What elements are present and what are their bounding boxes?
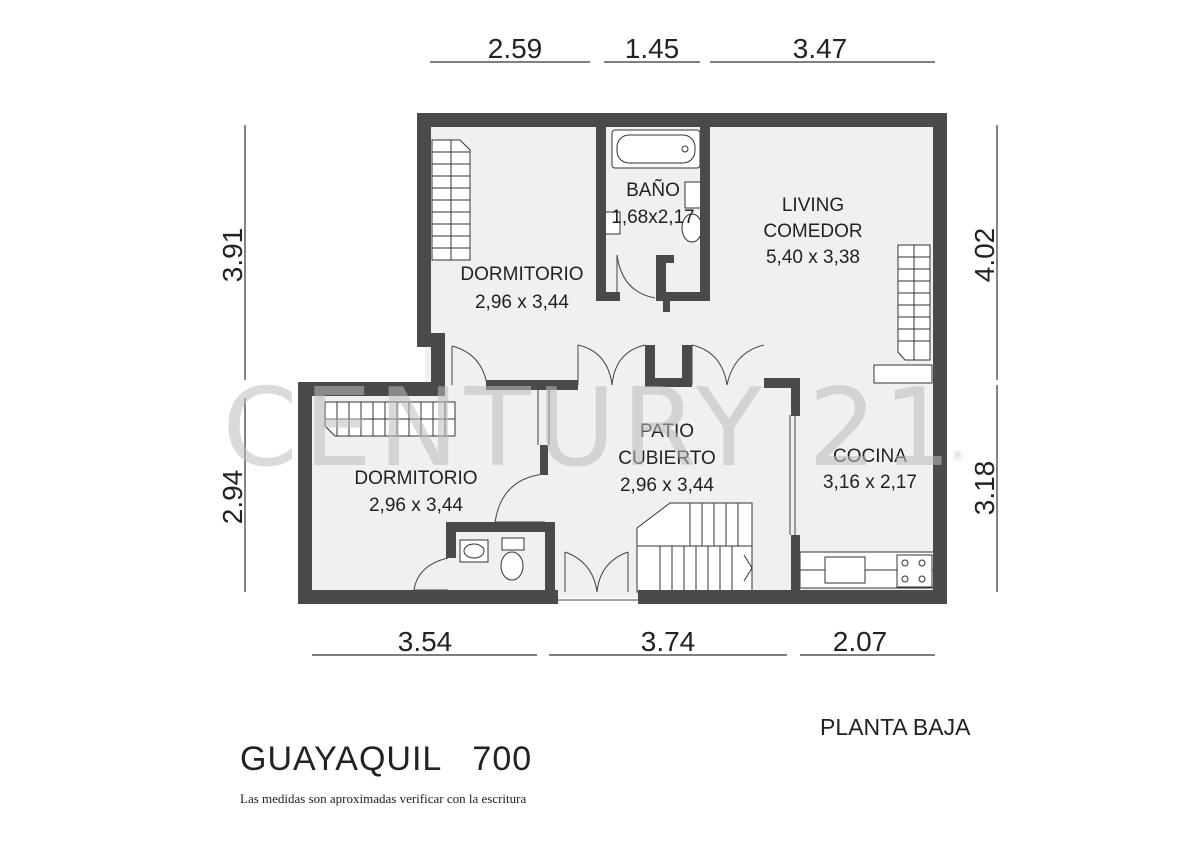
dim-top-3: 3.47 bbox=[793, 33, 848, 64]
dim-right-1: 4.02 bbox=[969, 228, 1000, 283]
room-dormitorio-2-size: 2,96 x 3,44 bbox=[369, 495, 463, 516]
dimension-lines bbox=[244, 61, 998, 656]
dim-top-1: 2.59 bbox=[488, 33, 543, 64]
room-dormitorio-2-name: DORMITORIO bbox=[354, 468, 477, 489]
room-dormitorio-1-name: DORMITORIO bbox=[460, 264, 583, 285]
stair-patio bbox=[636, 502, 753, 593]
dim-bottom-2: 3.74 bbox=[641, 626, 696, 657]
room-bano-size: 1,68x2,17 bbox=[611, 207, 694, 228]
plan-level-label: PLANTA BAJA bbox=[820, 714, 971, 740]
room-patio-name-1: PATIO bbox=[640, 421, 694, 442]
counter-living bbox=[873, 364, 933, 384]
plan-note: Las medidas son aproximadas verificar co… bbox=[240, 791, 527, 806]
room-living-name-2: COMEDOR bbox=[763, 221, 862, 242]
dim-left-1: 3.91 bbox=[217, 228, 248, 283]
floor-area bbox=[305, 120, 940, 598]
dim-right-2: 3.18 bbox=[969, 461, 1000, 516]
small-bath-toilet-icon bbox=[500, 537, 525, 581]
room-patio-size: 2,96 x 3,44 bbox=[620, 475, 714, 496]
room-dormitorio-1-size: 2,96 x 3,44 bbox=[475, 292, 569, 313]
kitchen-counter bbox=[799, 551, 936, 589]
dim-top-2: 1.45 bbox=[625, 33, 680, 64]
small-bath-sink-icon bbox=[459, 539, 489, 563]
watermark: CENTURY 21 bbox=[222, 366, 957, 491]
dim-left-2: 2.94 bbox=[217, 470, 248, 525]
room-cocina-size: 3,16 x 2,17 bbox=[823, 472, 917, 493]
room-cocina-name: COCINA bbox=[833, 446, 907, 467]
room-living-size: 5,40 x 3,38 bbox=[766, 247, 860, 268]
stair-dormitorio-1 bbox=[431, 139, 471, 261]
fixtures bbox=[324, 129, 936, 593]
dim-bottom-3: 2.07 bbox=[833, 626, 888, 657]
dim-bottom-1: 3.54 bbox=[398, 626, 453, 657]
watermark-registered-mark: ® bbox=[952, 449, 964, 463]
toilet-icon bbox=[681, 181, 703, 243]
plan-title: GUAYAQUIL 700 bbox=[240, 740, 533, 778]
bathtub-icon bbox=[611, 129, 701, 169]
doors bbox=[413, 254, 796, 601]
stair-living bbox=[897, 244, 931, 361]
walls bbox=[298, 113, 947, 604]
room-patio-name-2: CUBIERTO bbox=[618, 448, 716, 469]
stair-dormitorio-2 bbox=[324, 401, 456, 437]
room-living-name-1: LIVING bbox=[782, 195, 844, 216]
room-bano-name: BAÑO bbox=[626, 179, 680, 201]
